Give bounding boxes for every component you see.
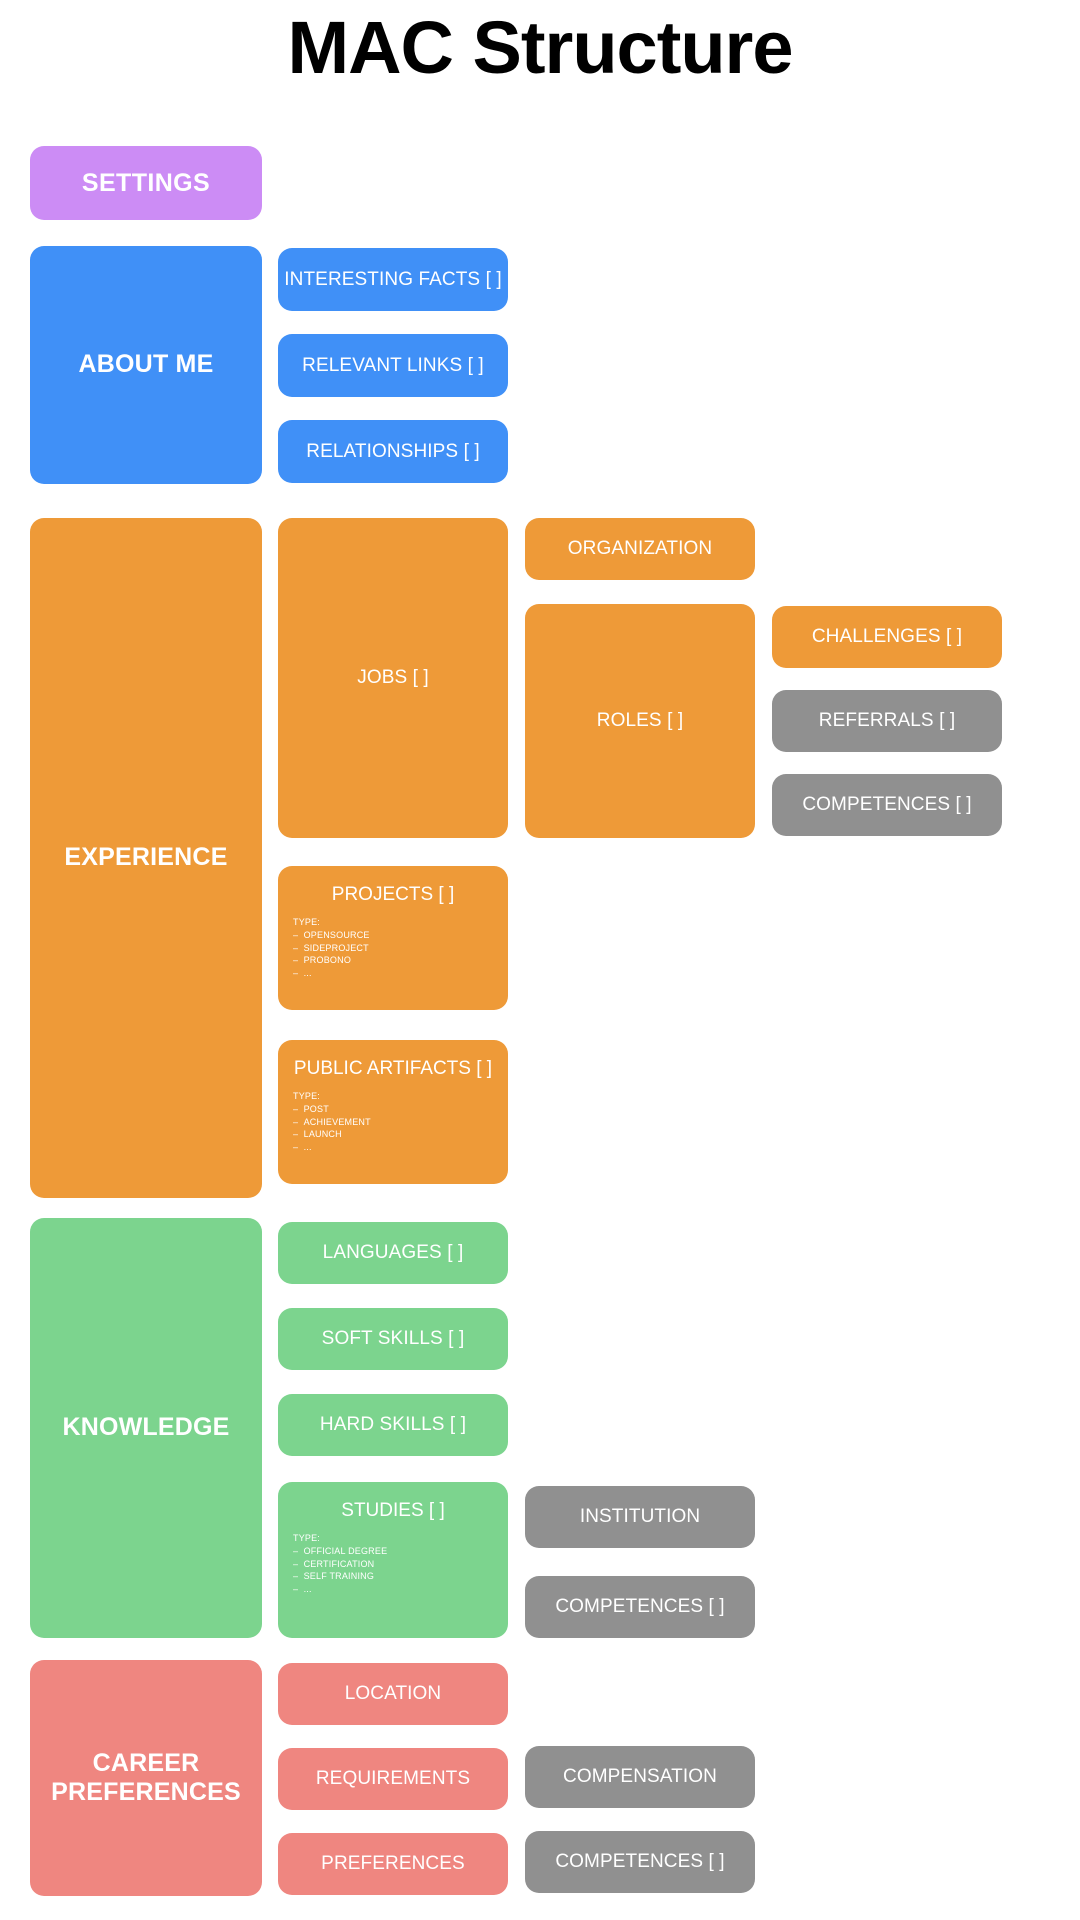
label-compensation: COMPENSATION	[563, 1766, 717, 1787]
block-career-competences[interactable]: COMPETENCES [ ]	[525, 1831, 755, 1893]
block-public-artifacts[interactable]: PUBLIC ARTIFACTS [ ] TYPE: – POST – ACHI…	[278, 1040, 508, 1184]
label-knowledge-competences: COMPETENCES [ ]	[555, 1596, 725, 1617]
projects-type-item: – PROBONO	[293, 955, 352, 966]
studies-type-heading: TYPE:	[293, 1533, 321, 1543]
label-projects: PROJECTS [ ]	[331, 884, 455, 905]
studies-type-item: – ...	[293, 1584, 312, 1595]
block-relevant-links[interactable]: RELEVANT LINKS [ ]	[278, 334, 508, 397]
block-studies[interactable]: STUDIES [ ] TYPE: – OFFICIAL DEGREE – CE…	[278, 1482, 508, 1638]
block-hard-skills[interactable]: HARD SKILLS [ ]	[278, 1394, 508, 1456]
settings-label: SETTINGS	[81, 168, 211, 197]
projects-type-item: – SIDEPROJECT	[293, 942, 369, 953]
block-relationships[interactable]: RELATIONSHIPS [ ]	[278, 420, 508, 483]
section-about-me[interactable]: ABOUT ME	[30, 246, 262, 484]
page-title: MAC Structure	[287, 6, 793, 89]
block-institution[interactable]: INSTITUTION	[525, 1486, 755, 1548]
block-projects[interactable]: PROJECTS [ ] TYPE: – OPENSOURCE – SIDEPR…	[278, 866, 508, 1010]
public-artifacts-type-item: – LAUNCH	[293, 1129, 342, 1140]
block-experience-competences[interactable]: COMPETENCES [ ]	[772, 774, 1002, 836]
section-label-about-me: ABOUT ME	[78, 350, 214, 379]
label-location: LOCATION	[344, 1683, 442, 1704]
studies-type-item: – OFFICIAL DEGREE	[293, 1545, 388, 1556]
label-relationships: RELATIONSHIPS [ ]	[306, 440, 480, 462]
section-knowledge[interactable]: KNOWLEDGE	[30, 1218, 262, 1638]
section-career-preferences[interactable]: CAREER PREFERENCES	[30, 1660, 262, 1896]
studies-type-list: TYPE: – OFFICIAL DEGREE – CERTIFICATION …	[278, 1532, 508, 1596]
public-artifacts-type-list: TYPE: – POST – ACHIEVEMENT – LAUNCH – ..…	[278, 1090, 508, 1154]
section-label-experience: EXPERIENCE	[64, 843, 228, 872]
studies-type-item: – CERTIFICATION	[293, 1558, 375, 1569]
projects-type-item: – ...	[293, 968, 312, 979]
projects-type-item: – OPENSOURCE	[293, 929, 370, 940]
block-challenges[interactable]: CHALLENGES [ ]	[772, 606, 1002, 668]
block-soft-skills[interactable]: SOFT SKILLS [ ]	[278, 1308, 508, 1370]
section-experience[interactable]: EXPERIENCE	[30, 518, 262, 1198]
block-requirements[interactable]: REQUIREMENTS	[278, 1748, 508, 1810]
label-requirements: REQUIREMENTS	[315, 1768, 471, 1789]
label-preferences: PREFERENCES	[321, 1853, 465, 1874]
label-relevant-links: RELEVANT LINKS [ ]	[302, 354, 484, 376]
label-institution: INSTITUTION	[579, 1506, 701, 1527]
studies-type-item: – SELF TRAINING	[293, 1571, 375, 1582]
label-referrals: REFERRALS [ ]	[818, 710, 956, 731]
block-organization[interactable]: ORGANIZATION	[525, 518, 755, 580]
block-languages[interactable]: LANGUAGES [ ]	[278, 1222, 508, 1284]
block-interesting-facts[interactable]: INTERESTING FACTS [ ]	[278, 248, 508, 311]
public-artifacts-type-item: – POST	[293, 1103, 329, 1114]
public-artifacts-type-heading: TYPE:	[293, 1091, 321, 1101]
label-hard-skills: HARD SKILLS [ ]	[319, 1414, 467, 1435]
label-experience-competences: COMPETENCES [ ]	[802, 794, 972, 815]
block-compensation[interactable]: COMPENSATION	[525, 1746, 755, 1808]
label-roles: ROLES [ ]	[596, 710, 684, 731]
block-location[interactable]: LOCATION	[278, 1663, 508, 1725]
block-preferences[interactable]: PREFERENCES	[278, 1833, 508, 1895]
label-studies: STUDIES [ ]	[341, 1500, 445, 1521]
section-label-knowledge: KNOWLEDGE	[62, 1413, 230, 1442]
block-knowledge-competences[interactable]: COMPETENCES [ ]	[525, 1576, 755, 1638]
section-label-career-preferences: CAREER PREFERENCES	[51, 1748, 241, 1807]
label-public-artifacts: PUBLIC ARTIFACTS [ ]	[293, 1058, 493, 1079]
projects-type-list: TYPE: – OPENSOURCE – SIDEPROJECT – PROBO…	[278, 916, 508, 980]
label-soft-skills: SOFT SKILLS [ ]	[321, 1328, 465, 1349]
block-roles[interactable]: ROLES [ ]	[525, 604, 755, 838]
block-referrals[interactable]: REFERRALS [ ]	[772, 690, 1002, 752]
block-jobs[interactable]: JOBS [ ]	[278, 518, 508, 838]
label-organization: ORGANIZATION	[567, 538, 713, 559]
projects-type-heading: TYPE:	[293, 917, 321, 927]
public-artifacts-type-item: – ACHIEVEMENT	[293, 1116, 371, 1127]
public-artifacts-type-item: – ...	[293, 1142, 312, 1153]
label-interesting-facts: INTERESTING FACTS [ ]	[284, 268, 502, 290]
label-challenges: CHALLENGES [ ]	[811, 626, 963, 647]
settings-block[interactable]: SETTINGS	[30, 146, 262, 220]
label-jobs: JOBS [ ]	[357, 667, 429, 688]
label-languages: LANGUAGES [ ]	[322, 1242, 464, 1263]
label-career-competences: COMPETENCES [ ]	[555, 1851, 725, 1872]
